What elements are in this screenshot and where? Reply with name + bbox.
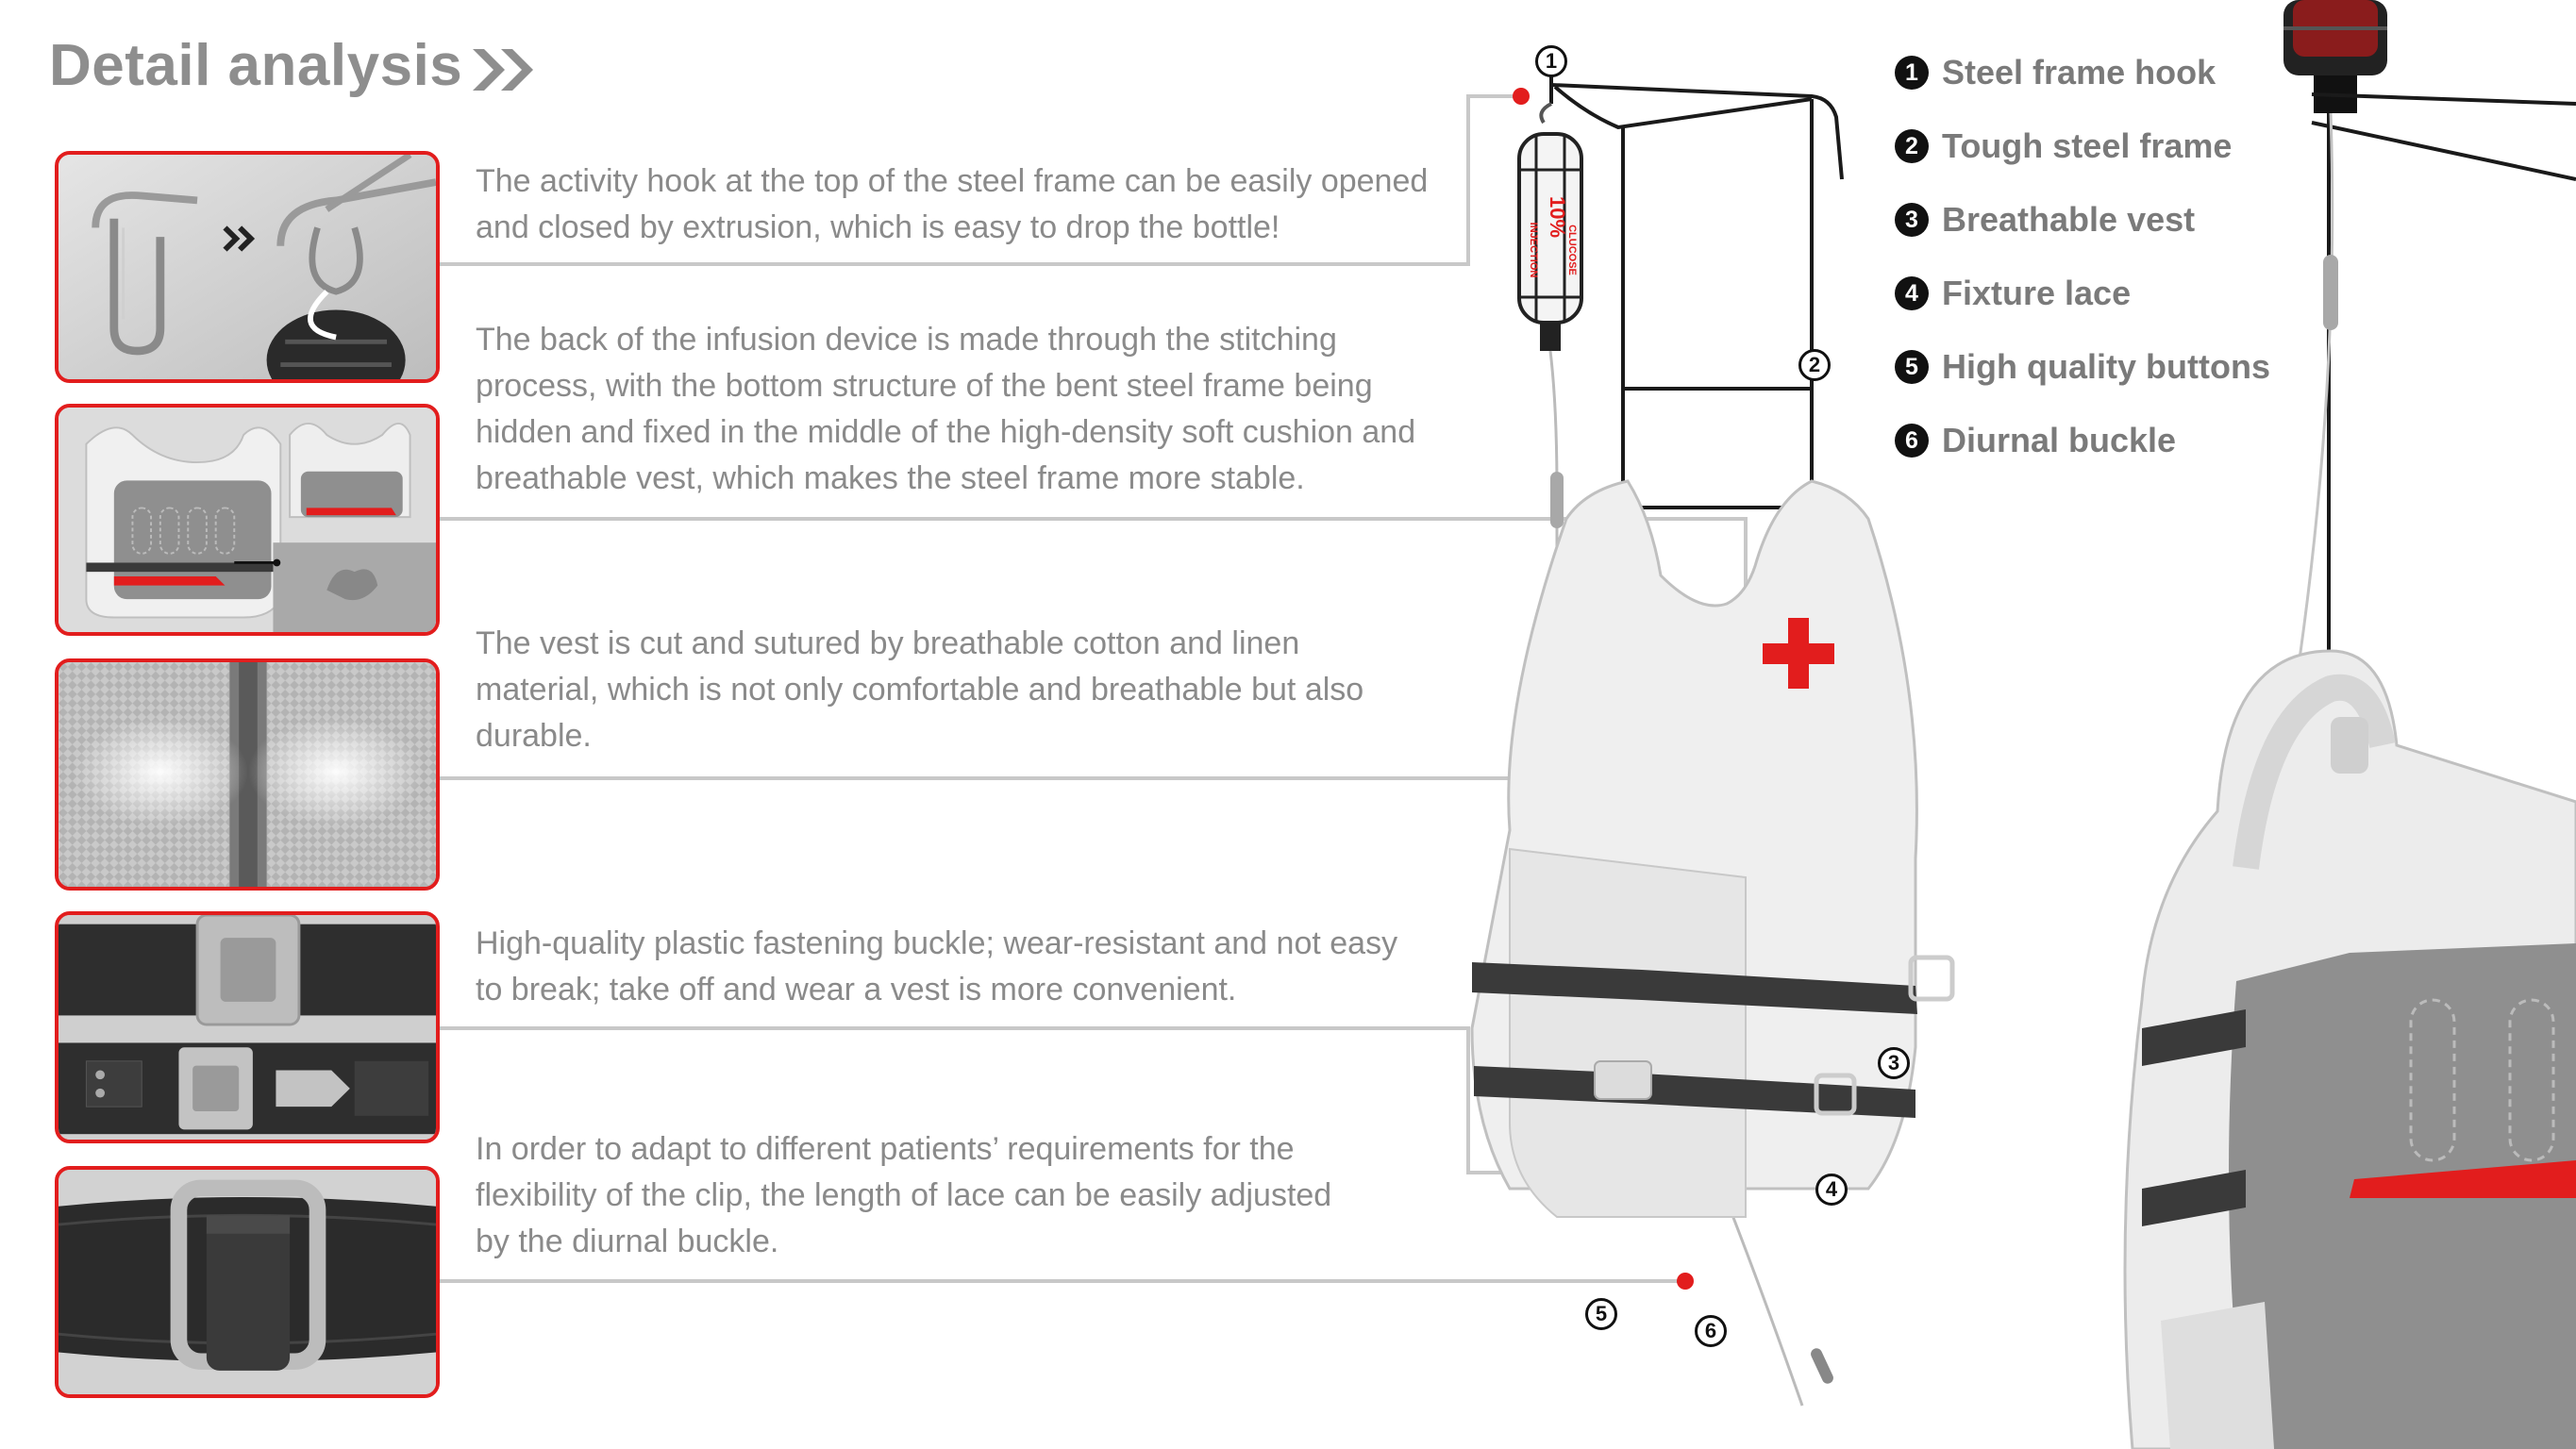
legend-number: 2 xyxy=(1895,129,1929,163)
detail-text-hook: The activity hook at the top of the stee… xyxy=(476,163,1429,245)
bottle-label-percent: 10% xyxy=(1546,196,1569,238)
detail-text-back: The back of the infusion device is made … xyxy=(476,322,1416,496)
legend-label: Tough steel frame xyxy=(1942,126,2233,165)
legend-label: High quality buttons xyxy=(1942,347,2270,386)
legend-label: Breathable vest xyxy=(1942,200,2196,239)
breathable-fabric-image xyxy=(55,658,440,891)
legend-label: Fixture lace xyxy=(1942,274,2132,312)
page-title: Detail analysis xyxy=(49,33,463,98)
legend-number: 1 xyxy=(1895,56,1929,90)
legend-item: 1 Steel frame hook xyxy=(1895,36,2270,109)
hook-detail-image xyxy=(55,151,440,383)
vest-closeup-illustration xyxy=(2123,0,2576,1449)
vest-infusion-illustration: 10% INJECTION CLUCOSE xyxy=(1470,68,1955,1407)
legend-label: Diurnal buckle xyxy=(1942,421,2177,459)
component-legend: 1 Steel frame hook 2 Tough steel frame 3… xyxy=(1895,36,2270,477)
legend-label: Steel frame hook xyxy=(1942,53,2216,92)
legend-item: 6 Diurnal buckle xyxy=(1895,404,2270,477)
figure-marker-5: 5 xyxy=(1585,1298,1617,1330)
legend-number: 4 xyxy=(1895,276,1929,310)
bottle-label-text-2: CLUCOSE xyxy=(1566,225,1578,275)
vest-back-image xyxy=(55,404,440,636)
bottle-label-text: INJECTION xyxy=(1528,223,1539,278)
figure-marker-3: 3 xyxy=(1878,1047,1910,1079)
legend-item: 4 Fixture lace xyxy=(1895,257,2270,330)
legend-number: 5 xyxy=(1895,350,1929,384)
detail-text-lace: In order to adapt to different patients’… xyxy=(476,1131,1332,1259)
detail-text-buckle: High-quality plastic fastening buckle; w… xyxy=(476,925,1398,1008)
legend-number: 3 xyxy=(1895,203,1929,237)
legend-item: 2 Tough steel frame xyxy=(1895,109,2270,183)
legend-item: 5 High quality buttons xyxy=(1895,330,2270,404)
figure-marker-6: 6 xyxy=(1695,1315,1727,1347)
diurnal-buckle-image xyxy=(55,1166,440,1398)
double-chevron-icon xyxy=(473,49,533,91)
figure-marker-1: 1 xyxy=(1535,45,1567,77)
figure-marker-4: 4 xyxy=(1815,1174,1848,1206)
figure-marker-2: 2 xyxy=(1798,349,1831,381)
plastic-buckle-image xyxy=(55,911,440,1143)
legend-item: 3 Breathable vest xyxy=(1895,183,2270,257)
legend-number: 6 xyxy=(1895,424,1929,458)
detail-text-vest: The vest is cut and sutured by breathabl… xyxy=(476,625,1364,754)
